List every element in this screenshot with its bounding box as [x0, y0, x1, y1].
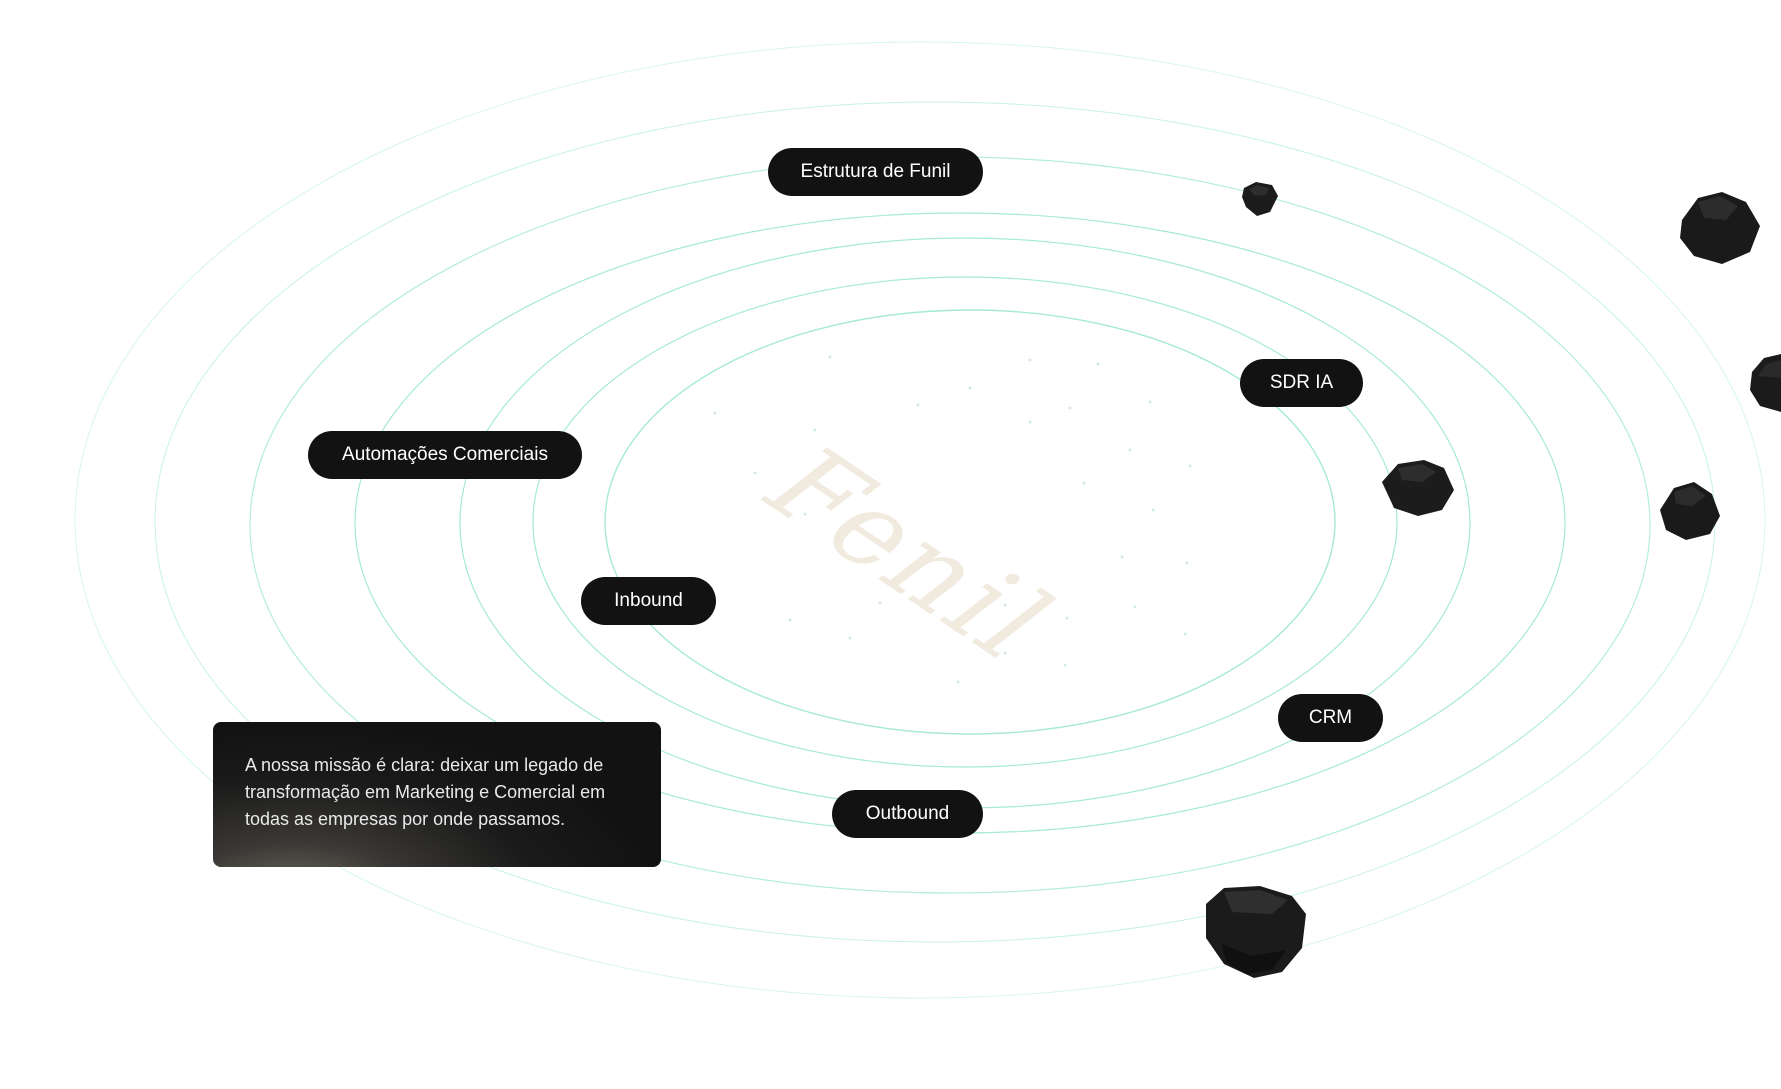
rock-top-right	[1680, 192, 1760, 264]
rock-edge-right	[1750, 354, 1781, 412]
rock-mid	[1382, 460, 1454, 516]
tag-inbound[interactable]: Inbound	[581, 577, 716, 625]
tag-crm[interactable]: CRM	[1278, 694, 1383, 742]
rock-bottom	[1206, 886, 1306, 978]
tag-estrutura-de-funil[interactable]: Estrutura de Funil	[768, 148, 983, 196]
orbit-ring	[604, 309, 1336, 735]
rock-right	[1660, 482, 1720, 540]
mission-card: A nossa missão é clara: deixar um legado…	[213, 722, 661, 867]
tag-automacoes-comerciais[interactable]: Automações Comerciais	[308, 431, 582, 479]
star-dots	[713, 355, 1192, 684]
mission-statement: A nossa missão é clara: deixar um legado…	[245, 755, 606, 829]
rock-small	[1242, 182, 1278, 216]
orbit-ring	[532, 276, 1398, 768]
tag-sdr-ia[interactable]: SDR IA	[1240, 359, 1363, 407]
orbit-ring	[74, 41, 1766, 999]
tag-outbound[interactable]: Outbound	[832, 790, 983, 838]
